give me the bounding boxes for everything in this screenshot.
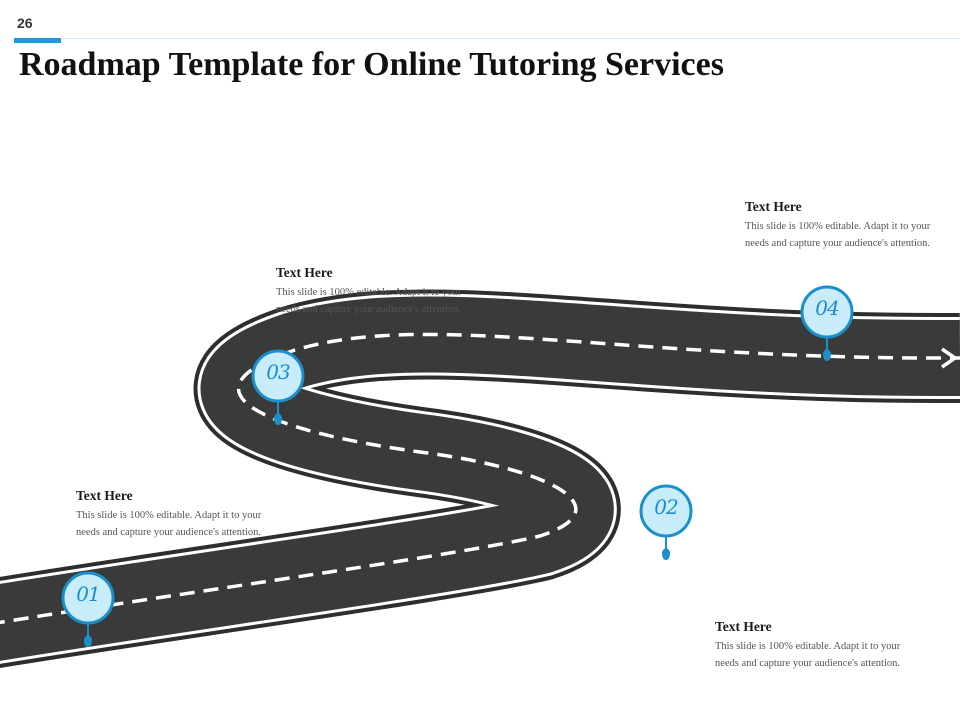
- map-pin-icon: [800, 285, 854, 361]
- header-rule: [14, 38, 960, 39]
- milestone-4-body: This slide is 100% editable. Adapt it to…: [745, 221, 931, 249]
- milestone-3-body: This slide is 100% editable. Adapt it to…: [276, 287, 462, 315]
- milestone-4-heading: Text Here: [745, 199, 802, 214]
- milestone-1-heading: Text Here: [76, 488, 133, 503]
- milestone-2-heading: Text Here: [715, 619, 772, 634]
- milestone-1-marker: 01: [60, 571, 116, 647]
- milestone-3-heading: Text Here: [276, 265, 333, 280]
- milestone-2-marker: 02: [638, 484, 694, 560]
- road-asphalt: [0, 296, 960, 661]
- milestone-3-marker: 03: [250, 349, 306, 425]
- road-arrow-icon: [941, 347, 957, 369]
- milestone-4-marker: 04: [799, 285, 855, 361]
- slide-number: 26: [17, 15, 33, 31]
- milestone-2-body: This slide is 100% editable. Adapt it to…: [715, 641, 901, 669]
- map-pin-icon: [251, 349, 305, 425]
- header-accent-bar: [14, 38, 61, 43]
- milestone-3-number: 03: [266, 360, 290, 384]
- milestone-1-body: This slide is 100% editable. Adapt it to…: [76, 510, 262, 538]
- page-title: Roadmap Template for Online Tutoring Ser…: [19, 46, 724, 83]
- milestone-4-text: Text Here This slide is 100% editable. A…: [745, 199, 937, 252]
- map-pin-icon: [639, 484, 693, 560]
- milestone-3-text: Text Here This slide is 100% editable. A…: [276, 265, 468, 318]
- milestone-4-number: 04: [815, 296, 839, 320]
- map-pin-icon: [61, 571, 115, 647]
- milestone-1-text: Text Here This slide is 100% editable. A…: [76, 488, 268, 541]
- milestone-2-text: Text Here This slide is 100% editable. A…: [715, 619, 907, 672]
- milestone-2-number: 02: [654, 495, 678, 519]
- milestone-1-number: 01: [76, 582, 100, 606]
